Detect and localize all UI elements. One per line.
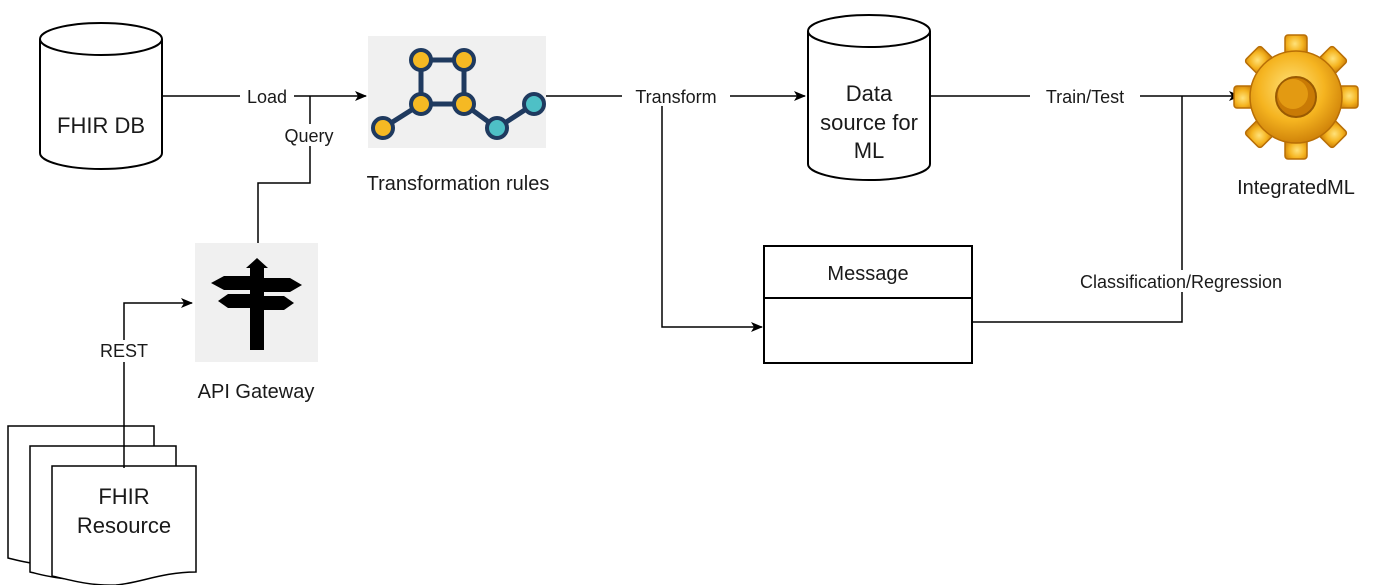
gear-icon xyxy=(1233,34,1359,160)
fhir-resource-label-line-2: Resource xyxy=(77,513,171,538)
edge-label-train-test: Train/Test xyxy=(1046,87,1124,107)
integrated-ml-label: IntegratedML xyxy=(1237,177,1355,199)
edge-label-transform: Transform xyxy=(635,87,716,107)
signpost-icon xyxy=(211,258,302,350)
edge-classification xyxy=(973,96,1183,323)
edge-rest xyxy=(123,298,193,468)
fhir-resource-node[interactable]: FHIR Resource xyxy=(7,425,197,585)
fhir-resource-label-line-1: FHIR xyxy=(98,484,149,509)
data-source-label-line-3: ML xyxy=(854,138,885,163)
edge-label-query: Query xyxy=(284,126,333,146)
data-source-node[interactable]: Data source for ML xyxy=(807,14,931,181)
edge-label-classification: Classification/Regression xyxy=(1080,272,1282,292)
message-node[interactable]: Message xyxy=(763,245,973,364)
api-gateway-label: API Gateway xyxy=(198,381,315,403)
fhir-db-node[interactable]: FHIR DB xyxy=(39,22,163,170)
message-label: Message xyxy=(827,263,908,285)
data-source-label-line-1: Data xyxy=(846,81,893,106)
edge-transform-to-message xyxy=(661,96,763,332)
integrated-ml-node[interactable]: IntegratedML xyxy=(1233,34,1359,199)
edge-label-rest: REST xyxy=(100,341,148,361)
transformation-rules-node[interactable]: Transformation rules xyxy=(367,36,550,195)
data-source-label-line-2: source for xyxy=(820,110,918,135)
transformation-rules-label: Transformation rules xyxy=(367,173,550,195)
edge-query xyxy=(257,96,311,243)
graph-network-icon xyxy=(371,48,546,140)
edge-label-load: Load xyxy=(247,87,287,107)
api-gateway-node[interactable]: API Gateway xyxy=(195,243,318,403)
fhir-db-label: FHIR DB xyxy=(57,113,145,138)
